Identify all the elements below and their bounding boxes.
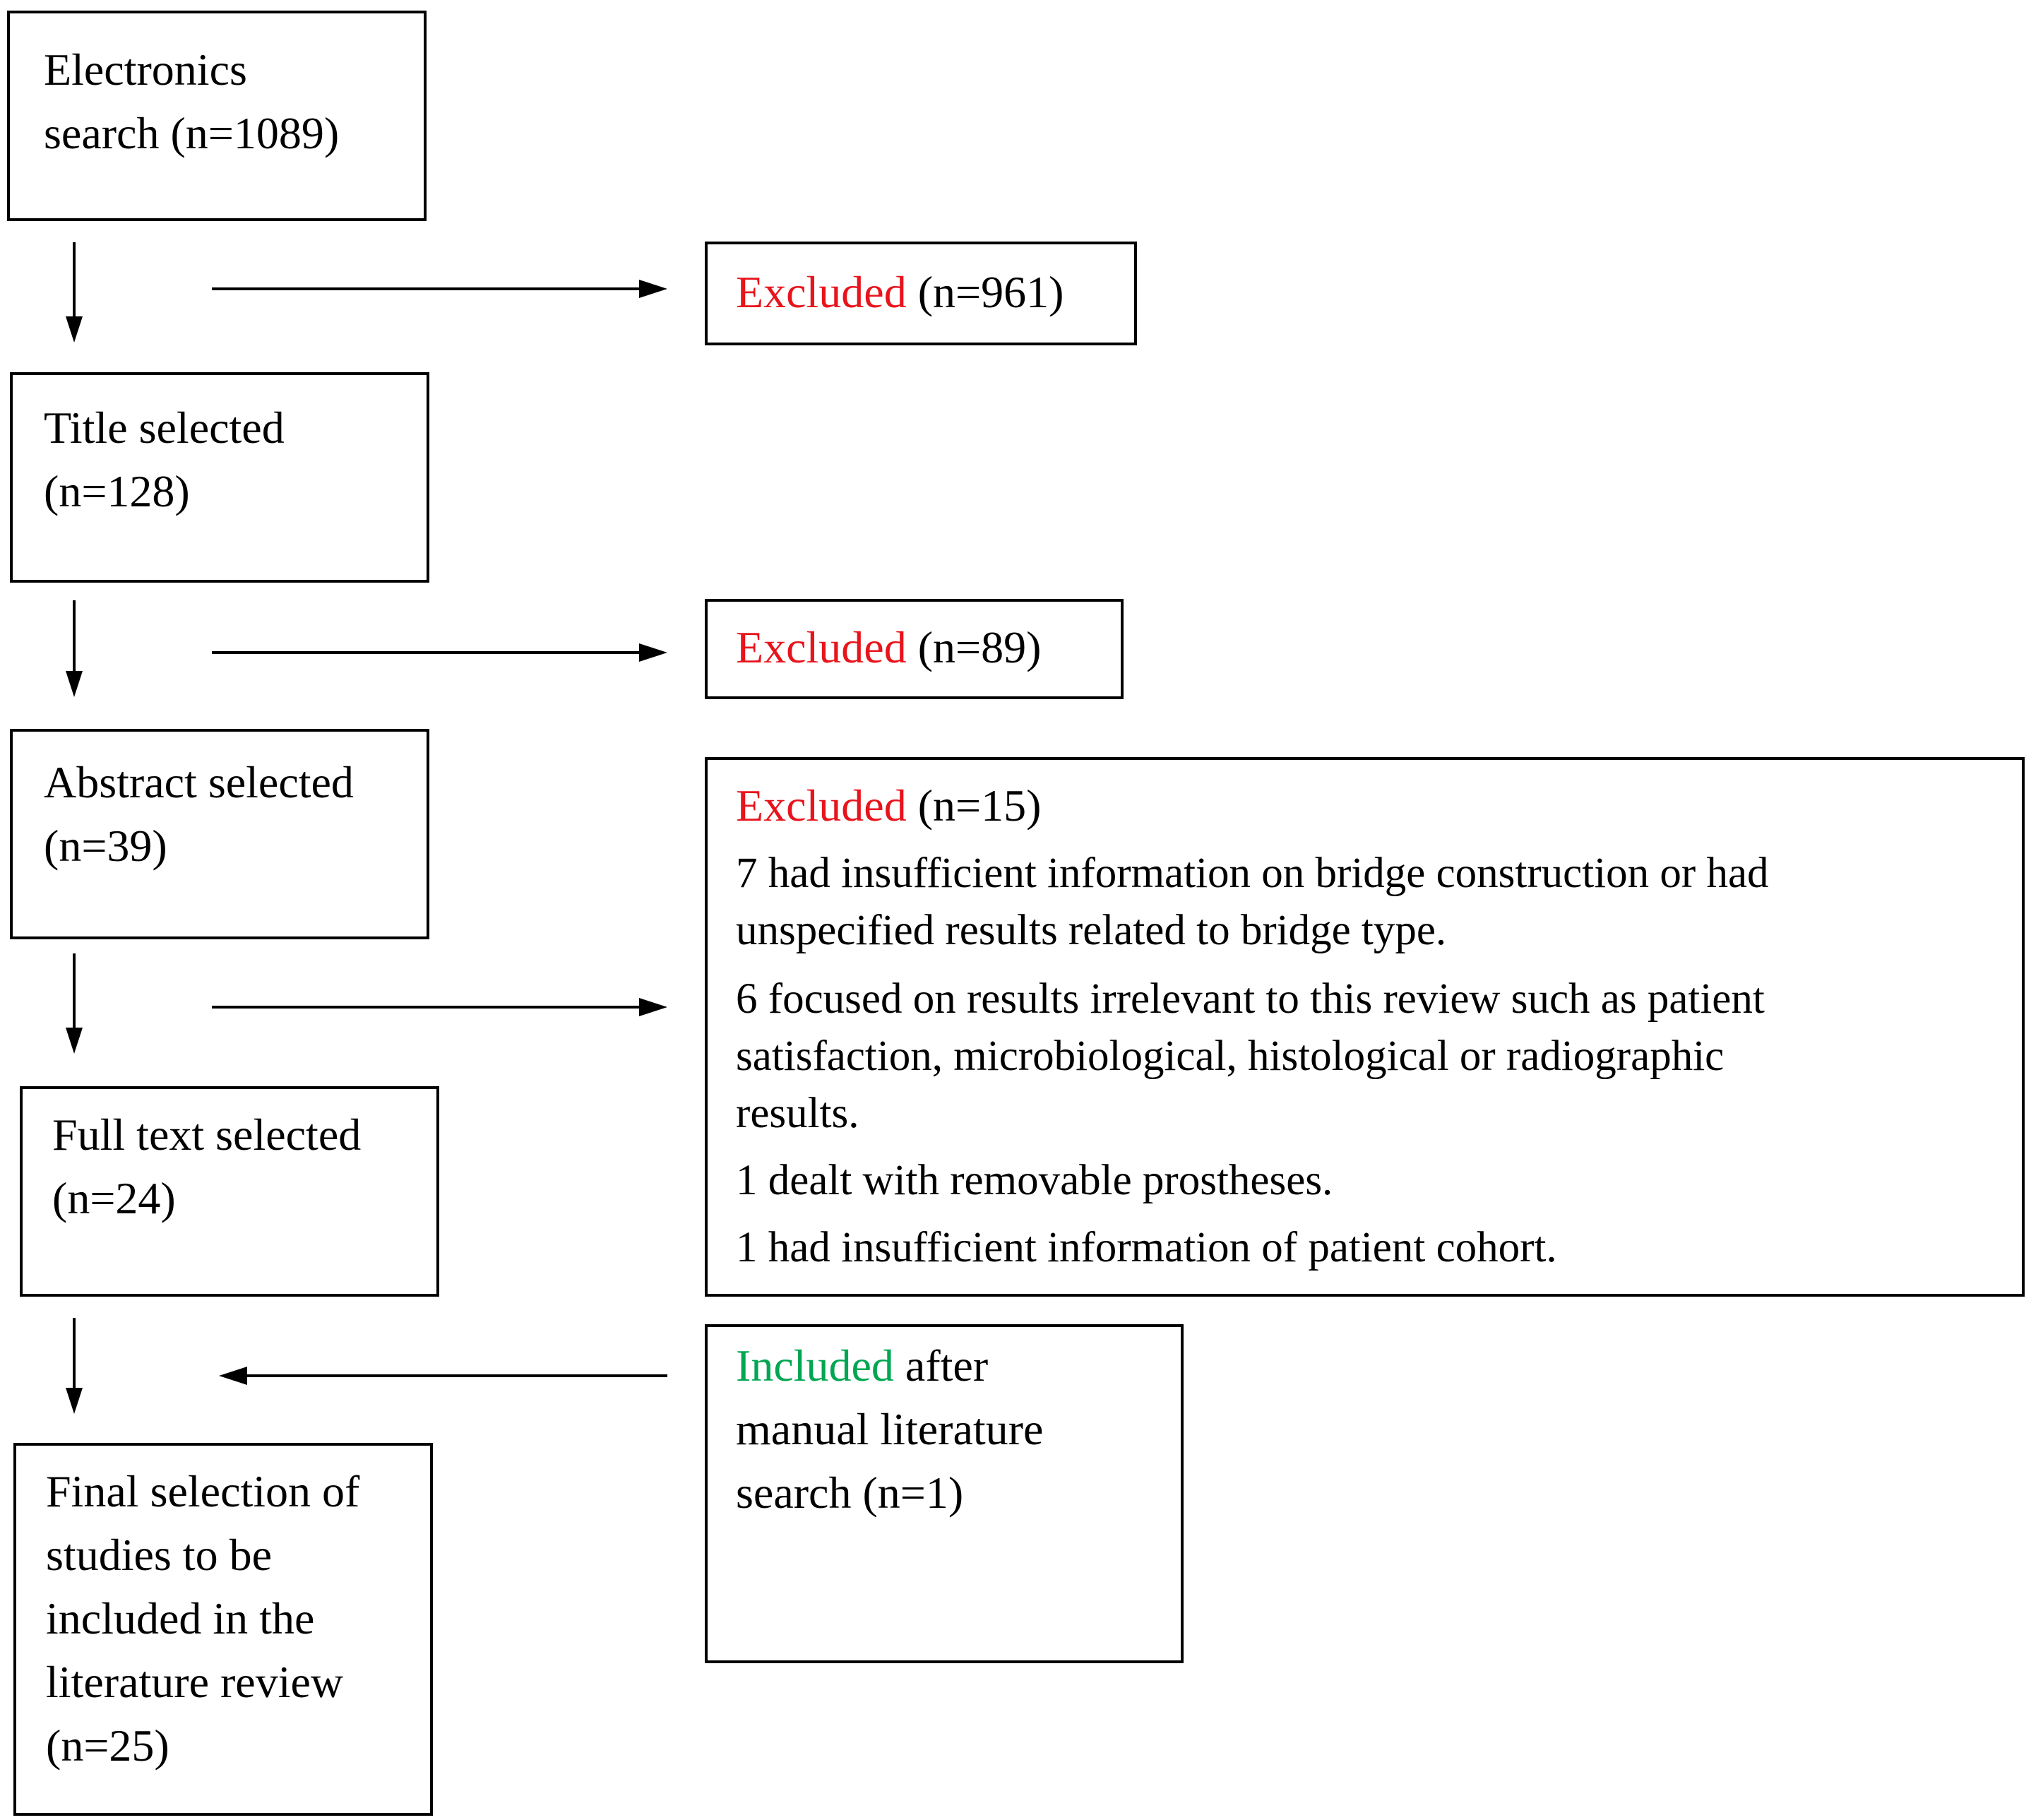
down-arrow-2 (66, 600, 83, 697)
included-label: Included (736, 1340, 894, 1391)
exclusion-reason-1: 7 had insufficient information on bridge… (736, 845, 1769, 959)
excluded-count: (n=961) (906, 267, 1064, 317)
fulltext-selected-box: Full text selected (n=24) (20, 1086, 439, 1297)
final-selection-line3: included in the (46, 1593, 315, 1643)
final-selection-box: Final selection of studies to be include… (13, 1443, 433, 1816)
excluded-label: Excluded (736, 622, 907, 672)
reason-line: 7 had insufficient information on bridge… (736, 850, 1769, 897)
left-arrow (219, 1367, 667, 1385)
included-line3: search (n=1) (736, 1468, 964, 1518)
exclusion-reason-4: 1 had insufficient information of patien… (736, 1219, 1557, 1276)
right-arrow-2 (212, 643, 667, 662)
reason-line: results. (736, 1090, 859, 1137)
included-line1: Included after (736, 1334, 1043, 1398)
down-arrow-1 (66, 242, 83, 343)
down-arrow-4 (66, 1318, 83, 1414)
reason-line: 1 dealt with removable prostheses. (736, 1157, 1333, 1204)
right-arrow-1 (212, 280, 667, 298)
final-selection-line5: (n=25) (46, 1720, 169, 1771)
title-selected-line2: (n=128) (44, 466, 190, 516)
electronics-search-line2: search (n=1089) (44, 108, 340, 158)
excluded-label: Excluded (736, 780, 907, 831)
included-manual-box: Included after manual literature search … (705, 1324, 1184, 1663)
fulltext-selected-line1: Full text selected (52, 1110, 362, 1160)
final-selection-line1: Final selection of (46, 1466, 360, 1516)
excluded-15-box: Excluded (n=15) 7 had insufficient infor… (705, 757, 2025, 1297)
excluded-89-box: Excluded (n=89) (705, 599, 1124, 699)
right-arrow-3 (212, 998, 667, 1016)
final-selection-line2: studies to be (46, 1530, 272, 1580)
abstract-selected-box: Abstract selected (n=39) (10, 729, 429, 939)
included-line1-rest: after (893, 1340, 989, 1391)
fulltext-selected-line2: (n=24) (52, 1173, 176, 1223)
final-selection-line4: literature review (46, 1657, 344, 1707)
down-arrow-3 (66, 953, 83, 1054)
electronics-search-line1: Electronics (44, 44, 247, 95)
reason-line: satisfaction, microbiological, histologi… (736, 1033, 1725, 1080)
reason-line: 6 focused on results irrelevant to this … (736, 975, 1765, 1023)
exclusion-reason-3: 1 dealt with removable prostheses. (736, 1152, 1333, 1209)
title-selected-box: Title selected (n=128) (10, 372, 429, 583)
reason-line: unspecified results related to bridge ty… (736, 907, 1447, 954)
excluded-count: (n=15) (906, 780, 1042, 831)
title-selected-line1: Title selected (44, 403, 285, 453)
included-line2: manual literature (736, 1404, 1044, 1454)
excluded-count: (n=89) (906, 622, 1042, 672)
excluded-961-box: Excluded (n=961) (705, 242, 1137, 345)
excluded-label: Excluded (736, 267, 907, 317)
exclusion-reason-2: 6 focused on results irrelevant to this … (736, 970, 1765, 1142)
reason-line: 1 had insufficient information of patien… (736, 1224, 1557, 1271)
abstract-selected-line1: Abstract selected (44, 757, 354, 807)
abstract-selected-line2: (n=39) (44, 821, 167, 871)
electronics-search-box: Electronics search (n=1089) (7, 11, 427, 221)
